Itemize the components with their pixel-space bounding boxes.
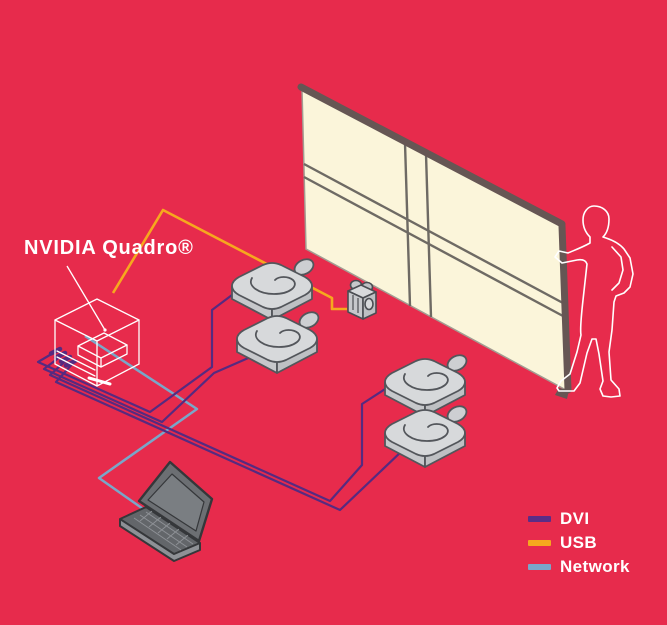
person-outline [554, 205, 634, 398]
person-arm-inner-line [611, 246, 624, 291]
laptop-keyboard [133, 510, 194, 551]
display-wall-frame [297, 83, 572, 394]
legend-label-network: Network [560, 557, 630, 576]
usb-swatch-icon [528, 539, 551, 546]
cable-legend: DVI USB Network [528, 510, 630, 575]
camera-lens-icon [364, 297, 374, 311]
projector-2 [236, 308, 323, 374]
projector-1 [231, 255, 318, 321]
network-swatch-icon [528, 563, 551, 570]
display-wall-grid [303, 142, 564, 318]
person-body-path [554, 205, 634, 398]
workstation-base-mark [87, 376, 112, 386]
workstation-top-face [54, 298, 140, 342]
display-wall-foot [555, 388, 569, 399]
dvi-plug-icon [58, 354, 73, 364]
dvi-cables [36, 287, 412, 512]
display-wall-face [301, 87, 567, 392]
legend-label-usb: USB [560, 533, 598, 552]
legend-row-network: Network [528, 558, 630, 575]
display-wall [297, 83, 572, 399]
workstation-wireframe [54, 298, 140, 387]
workstation-label: NVIDIA Quadro® [24, 237, 194, 259]
legend-label-dvi: DVI [560, 509, 590, 528]
cable-usb [111, 208, 347, 311]
camera [347, 279, 377, 320]
legend-row-usb: USB [528, 534, 630, 551]
cable-dvi-1 [36, 287, 249, 414]
dvi-swatch-icon [528, 515, 551, 522]
callout-line [66, 265, 107, 332]
laptop [119, 460, 214, 562]
projector-4 [384, 402, 471, 468]
laptop-screen-panel [147, 473, 205, 532]
legend-row-dvi: DVI [528, 510, 630, 527]
cable-network [84, 334, 199, 520]
